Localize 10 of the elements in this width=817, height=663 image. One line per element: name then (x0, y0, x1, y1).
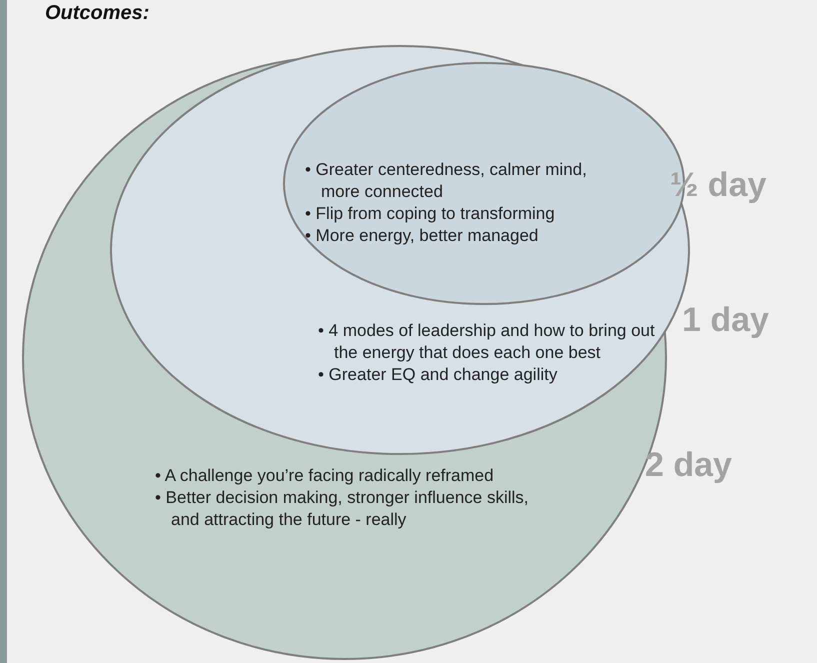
bullet-item: • 4 modes of leadership and how to bring out the energy that does each one best (318, 320, 656, 364)
title: Outcomes: (45, 1, 150, 25)
bullet-item: • Better decision making, stronger influence skills, and attracting the future - really (155, 487, 530, 531)
bullet-item: • Flip from coping to transforming (305, 203, 556, 225)
bullet-item: • Greater EQ and change agility (318, 364, 558, 386)
duration-label: 2 day (645, 445, 732, 485)
bullet-item: • More energy, better managed (305, 225, 540, 247)
bullet-item: • A challenge you’re facing radically reframed (155, 465, 495, 487)
bullet-item: • Greater centeredness, calmer mind, more connected (305, 159, 588, 203)
duration-label: 1 day (682, 300, 769, 340)
